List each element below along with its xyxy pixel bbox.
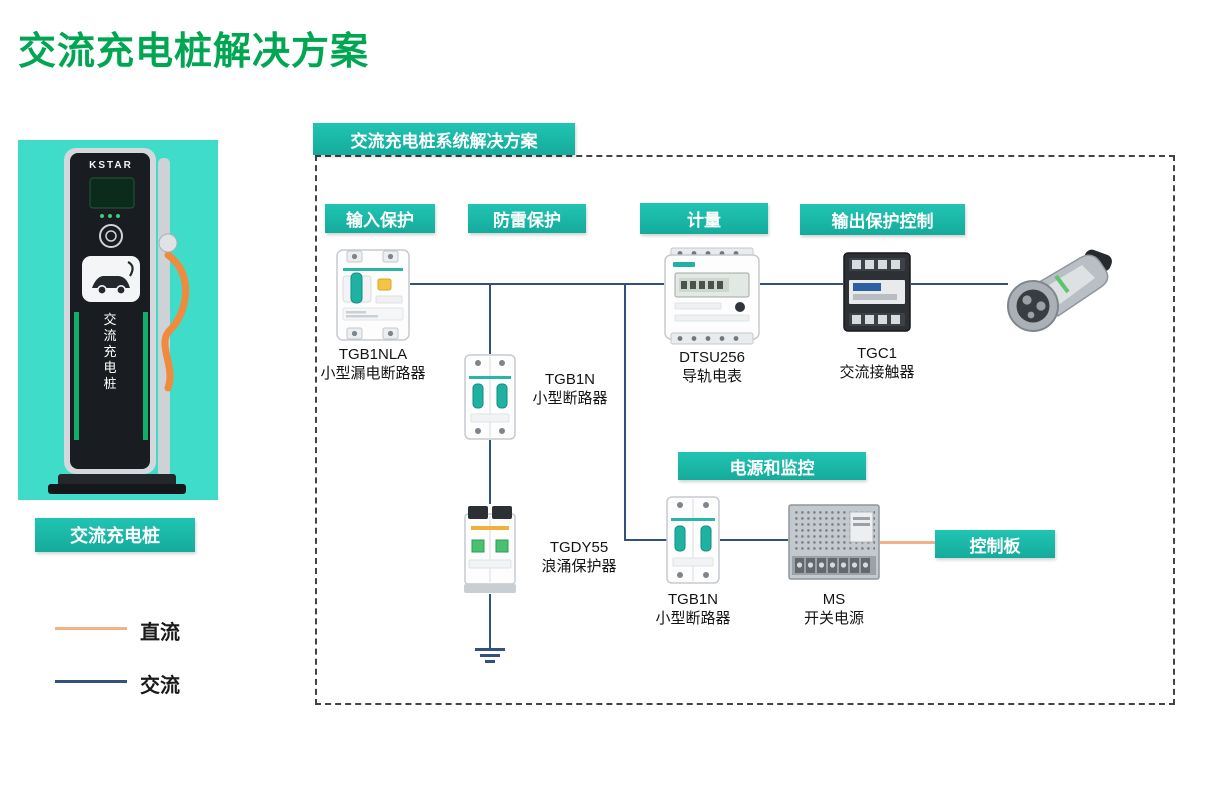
pile-pole <box>158 158 170 478</box>
charging-cable <box>161 251 189 392</box>
led-stripe-left <box>74 312 79 440</box>
charging-pile-illustration <box>48 148 189 494</box>
pile-brand-label: KSTAR <box>89 160 133 171</box>
ground-symbol-bar3 <box>485 660 495 663</box>
wire-ac-bus-3 <box>911 283 1008 285</box>
component-model: TGB1N <box>544 371 595 388</box>
contactor-image <box>843 252 911 332</box>
car-icon <box>92 261 134 296</box>
component-desc: 交流接触器 <box>839 364 915 381</box>
ground-symbol-bar2 <box>480 654 500 657</box>
legend-dc-line <box>55 627 127 630</box>
diagram-title-badge: 交流充电桩系统解决方案 <box>313 123 575 155</box>
wire-ac-mcb2-psu <box>720 539 788 541</box>
component-model: DTSU256 <box>679 349 745 366</box>
component-model: TGB1N <box>667 591 718 608</box>
spd-label: TGDY55 浪涌保护器 <box>534 538 624 576</box>
meter-image <box>664 247 760 345</box>
wire-dc-psu-control <box>880 541 935 544</box>
component-model: MS <box>822 591 846 608</box>
contactor-label: TGC1 交流接触器 <box>817 344 937 382</box>
wire-ac-spd-ground <box>489 594 491 648</box>
holstered-gun <box>158 233 178 253</box>
rcbo-label: TGB1NLA 小型漏电断路器 <box>303 345 443 383</box>
psu-image <box>788 504 880 580</box>
wire-ac-drop-power <box>624 283 626 540</box>
pile-caption-badge: 交流充电桩 <box>35 518 195 552</box>
ground-symbol <box>475 648 505 651</box>
pile-vertical-label: 交流充电桩 <box>103 312 117 391</box>
led-stripe-right <box>143 312 148 440</box>
pile-base <box>48 484 186 494</box>
legend-ac-line <box>55 680 127 683</box>
page-title: 交流充电桩解决方案 <box>18 31 370 73</box>
wire-ac-to-mcb2 <box>624 539 668 541</box>
mcb2-label: TGB1N 小型断路器 <box>633 590 753 628</box>
diagram-frame <box>315 155 1175 705</box>
wire-ac-bus-2 <box>760 283 843 285</box>
badge-input-protection: 输入保护 <box>325 204 435 233</box>
component-desc: 浪涌保护器 <box>541 558 617 575</box>
pile-screen <box>89 177 135 209</box>
component-desc: 小型漏电断路器 <box>320 365 426 382</box>
component-model: TGB1NLA <box>338 346 408 363</box>
component-model: TGC1 <box>856 345 897 362</box>
badge-metering: 计量 <box>640 203 768 234</box>
wire-ac-drop-mcb1 <box>489 283 491 354</box>
component-desc: 小型断路器 <box>532 390 608 407</box>
badge-surge-protection: 防雷保护 <box>468 204 586 233</box>
rcbo-image <box>336 249 410 341</box>
mcb1-image <box>464 354 516 440</box>
charging-gun-image <box>1007 249 1112 332</box>
legend-ac-label: 交流 <box>140 675 180 697</box>
badge-power-monitoring: 电源和监控 <box>678 452 866 480</box>
card-reader <box>99 224 123 248</box>
mcb2-image <box>666 496 720 584</box>
component-model: TGDY55 <box>549 539 609 556</box>
spd-image <box>464 506 516 593</box>
mcb1-label: TGB1N 小型断路器 <box>528 370 612 408</box>
meter-label: DTSU256 导轨电表 <box>652 348 772 386</box>
badge-control-board: 控制板 <box>935 530 1055 558</box>
component-desc: 导轨电表 <box>681 368 742 385</box>
component-desc: 小型断路器 <box>655 610 731 627</box>
psu-label: MS 开关电源 <box>774 590 894 628</box>
pile-panel: KSTAR 交流充电桩 <box>18 140 218 500</box>
badge-output-protection: 输出保护控制 <box>800 204 965 235</box>
legend-dc-label: 直流 <box>140 622 180 644</box>
wire-ac-mcb1-spd <box>489 440 491 504</box>
component-desc: 开关电源 <box>803 610 864 627</box>
wire-ac-bus-1 <box>410 283 664 285</box>
